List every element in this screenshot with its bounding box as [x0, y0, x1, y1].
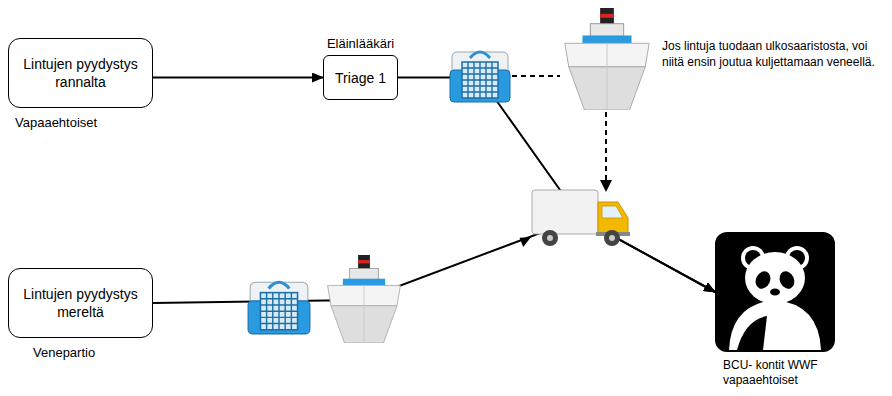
- node-text: Lintujen pyydystys mereltä: [16, 285, 145, 321]
- dashed-line: [605, 112, 607, 182]
- panda-logo: [715, 232, 835, 352]
- ship-icon: [565, 8, 649, 110]
- cage-icon: [248, 282, 310, 334]
- process-box: EläinlääkäriTriage 1: [323, 55, 398, 100]
- note-text: Jos lintuja tuodaan ulkosaaristosta, voi…: [662, 38, 884, 70]
- cage-icon: [450, 52, 510, 102]
- logo-box: BCU- kontit WWF vapaaehtoiset: [715, 232, 835, 352]
- node-caption: Vapaaehtoiset: [15, 115, 97, 131]
- truck-icon: [532, 190, 630, 246]
- ship-icon: [328, 255, 401, 343]
- process-box: Lintujen pyydystys rannaltaVapaaehtoiset: [8, 38, 153, 108]
- node-caption: BCU- kontit WWF vapaaehtoiset: [723, 358, 835, 388]
- arrow-head: [520, 237, 531, 247]
- connector: [153, 218, 715, 303]
- node-caption: Venepartio: [33, 345, 95, 361]
- arrow-head: [600, 180, 612, 192]
- process-box: Lintujen pyydystys mereltäVenepartio: [8, 268, 153, 338]
- connector: [398, 78, 715, 293]
- connector: [153, 77, 323, 79]
- node-caption: Eläinlääkäri: [327, 36, 394, 52]
- node-text: Triage 1: [335, 69, 386, 87]
- node-text: Lintujen pyydystys rannalta: [16, 55, 145, 91]
- dashed-line: [512, 75, 560, 77]
